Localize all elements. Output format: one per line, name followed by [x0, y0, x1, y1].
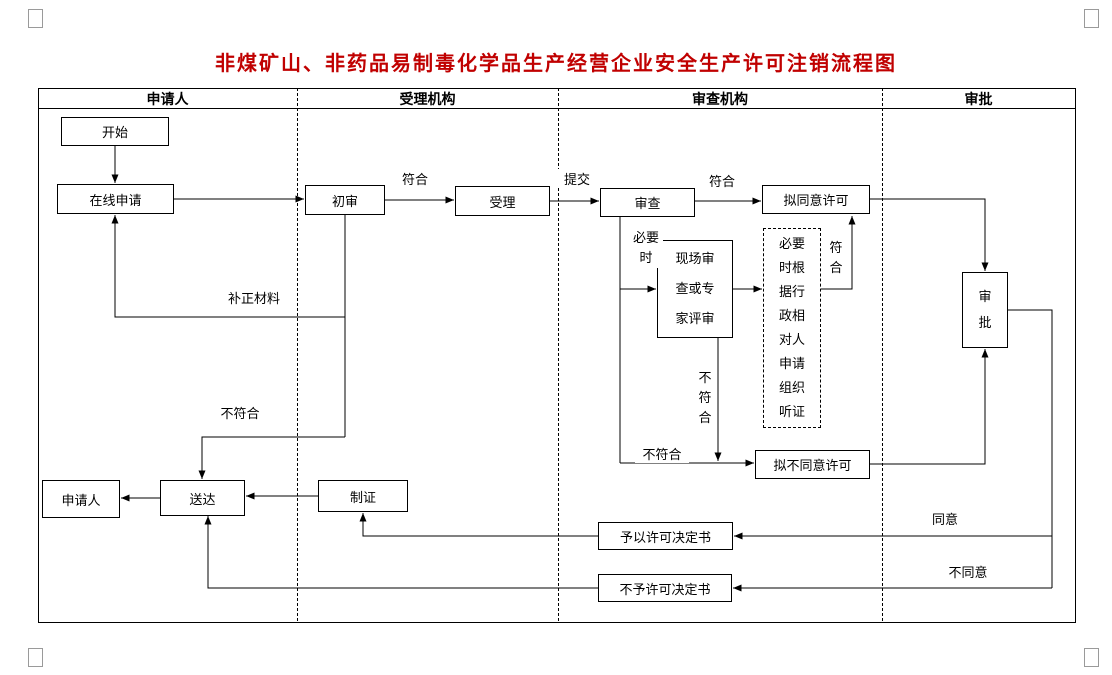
node-approval: 审 批 [962, 272, 1008, 348]
edge-label-not-conform-review: 不符合 [635, 444, 689, 463]
lane-header-acceptance-org: 受理机构 [399, 91, 456, 107]
node-accept: 受理 [455, 186, 550, 216]
node-applicant-receive: 申请人 [42, 480, 120, 518]
lane-divider-3 [882, 88, 883, 621]
edge-label-conform-2: 符合 [702, 171, 742, 190]
node-start: 开始 [61, 117, 169, 146]
page-title: 非煤矿山、非药品易制毒化学品生产经营企业安全生产许可注销流程图 [215, 53, 897, 75]
edge-label-supplement-materials: 补正材料 [219, 288, 289, 307]
node-hearing-note: 必要 时根 据行 政相 对人 申请 组织 听证 [763, 228, 821, 428]
node-review: 审查 [600, 188, 695, 217]
node-grant-decision: 予以许可决定书 [598, 522, 733, 550]
crop-mark-top-right [1084, 9, 1099, 28]
edge-label-when-necessary: 必要 时 [629, 228, 663, 268]
crop-mark-bottom-right [1084, 648, 1099, 667]
node-propose-approve: 拟同意许可 [762, 185, 870, 214]
edge-label-disagree: 不同意 [940, 562, 996, 581]
node-deliver: 送达 [160, 480, 245, 516]
edge-label-conform-1: 符合 [395, 169, 435, 188]
lane-divider-1 [297, 88, 298, 621]
lane-header-approval: 审批 [964, 91, 993, 107]
lane-header-underline [38, 108, 1075, 109]
crop-mark-bottom-left [28, 648, 43, 667]
node-deny-decision: 不予许可决定书 [598, 574, 732, 602]
node-preliminary-review: 初审 [305, 185, 385, 215]
edge-label-not-conform-preliminary: 不符合 [213, 403, 267, 422]
lane-divider-2 [558, 88, 559, 621]
edge-label-agree: 同意 [925, 509, 965, 528]
crop-mark-top-left [28, 9, 43, 28]
lane-header-review-org: 审查机构 [692, 91, 748, 107]
node-online-apply: 在线申请 [57, 184, 174, 214]
edge-label-not-conform-site: 不 符 合 [694, 368, 716, 428]
edge-label-conform-3: 符 合 [824, 238, 848, 278]
lane-header-applicant: 申请人 [146, 91, 189, 107]
node-site-expert-review: 现场审 查或专 家评审 [657, 240, 733, 338]
flowchart-frame [38, 88, 1076, 623]
edge-label-submit: 提交 [557, 169, 597, 188]
node-make-certificate: 制证 [318, 480, 408, 512]
node-propose-disapprove: 拟不同意许可 [755, 450, 870, 479]
